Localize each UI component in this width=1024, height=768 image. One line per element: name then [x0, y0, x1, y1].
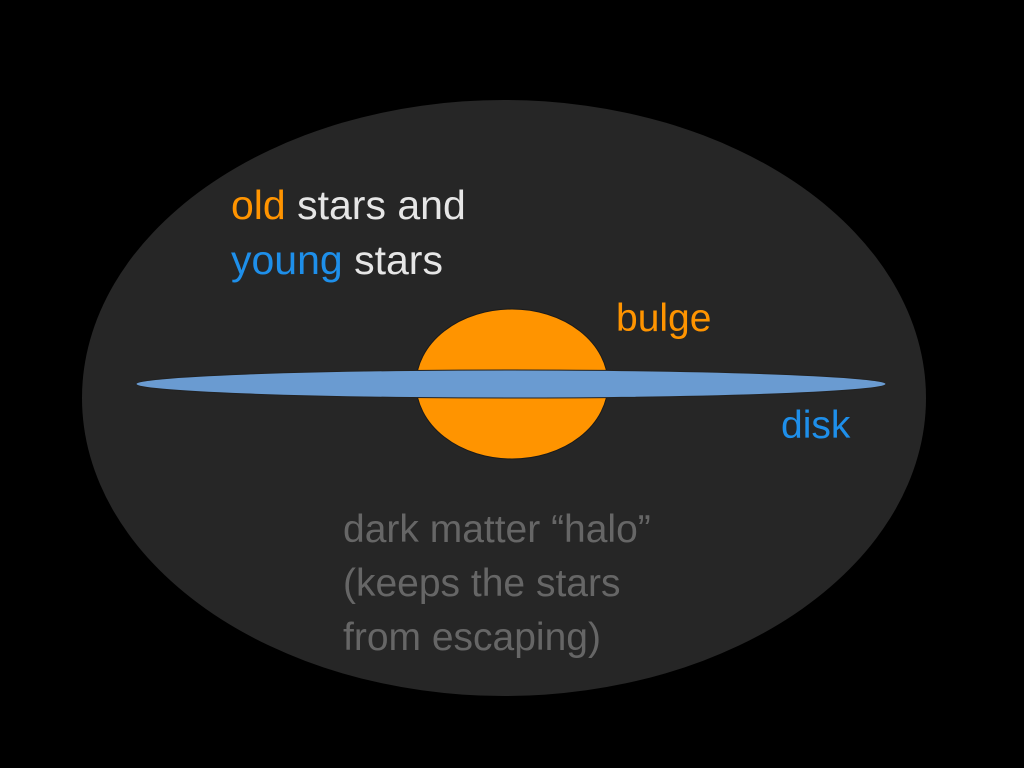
old-word: old	[231, 182, 286, 228]
halo-description: dark matter “halo” (keeps the stars from…	[343, 503, 651, 665]
bulge-label: bulge	[616, 297, 712, 340]
halo-line-1: dark matter “halo”	[343, 508, 651, 551]
halo-line-3: from escaping)	[343, 616, 601, 659]
disk	[135, 369, 887, 399]
old-rest: stars and	[285, 182, 466, 228]
young-rest: stars	[342, 237, 443, 283]
disk-label: disk	[781, 404, 851, 447]
young-word: young	[231, 237, 343, 283]
legend-line-old-stars: old stars and	[231, 182, 466, 229]
legend-line-young-stars: young stars	[231, 237, 443, 284]
halo-line-2: (keeps the stars	[343, 562, 621, 605]
